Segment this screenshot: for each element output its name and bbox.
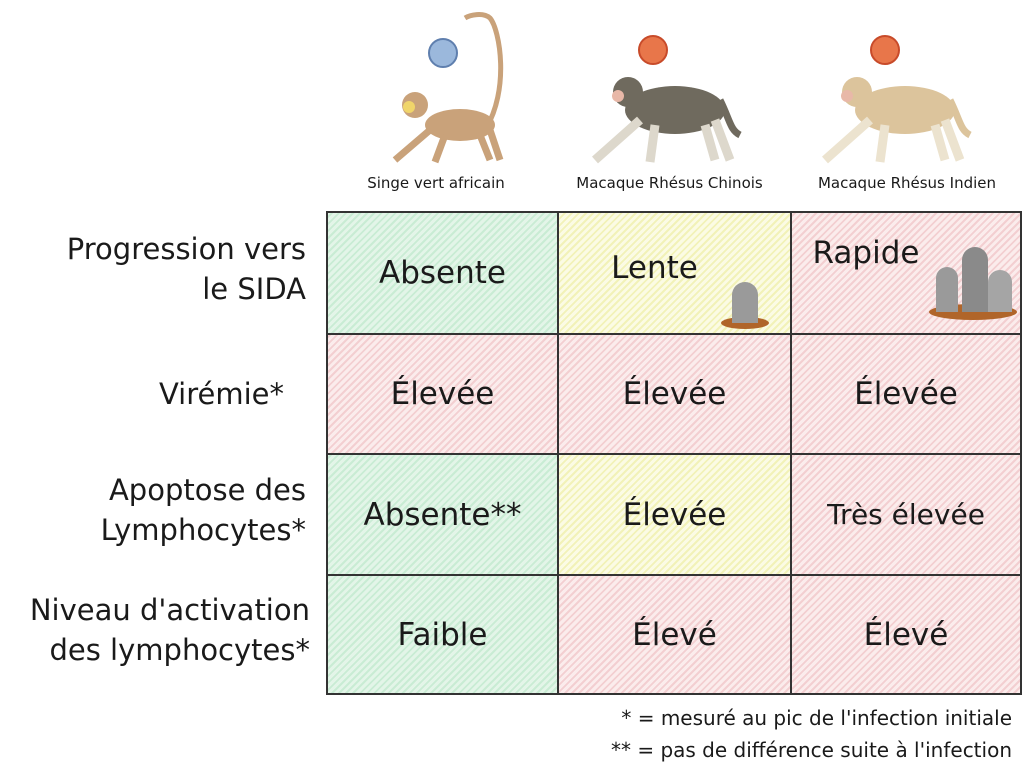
cell-text: Élevée (854, 376, 958, 412)
cell-apoptosis-indian: Très élevée (790, 453, 1022, 576)
cell-text: Élevée (622, 496, 727, 533)
column-label-indian-rhesus: Macaque Rhésus Indien (817, 174, 996, 192)
cell-text: Élevé (632, 616, 717, 653)
row-label-viremia: Virémie* (158, 377, 284, 411)
cell-progression-indian: Rapide (790, 211, 1022, 335)
cell-text: Très élevée (827, 498, 985, 531)
virus-icon-orange (638, 35, 668, 65)
virus-icon-blue (428, 38, 458, 68)
chinese-rhesus-macaque-illustration (592, 35, 742, 164)
cell-viremia-indian: Élevée (790, 333, 1022, 455)
column-label-african-green-monkey: Singe vert africain (367, 174, 505, 192)
tombstones-icon (929, 247, 1017, 320)
cell-text: Absente** (363, 496, 522, 533)
cell-text: Lente (611, 250, 698, 286)
footnote-double-asterisk: ** = pas de différence suite à l'infecti… (610, 738, 1012, 762)
cell-viremia-agm: Élevée (326, 333, 559, 455)
cell-text: Absente (379, 255, 506, 291)
cell-progression-agm: Absente (326, 211, 559, 335)
cell-text: Faible (397, 616, 488, 653)
cell-apoptosis-agm: Absente** (326, 453, 559, 576)
virus-icon-orange (870, 35, 900, 65)
african-green-monkey-illustration (392, 12, 504, 164)
cell-apoptosis-chinese: Élevée (557, 453, 792, 576)
column-label-chinese-rhesus: Macaque Rhésus Chinois (576, 174, 763, 192)
cell-activation-chinese: Élevé (557, 574, 792, 695)
indian-rhesus-macaque-illustration (822, 35, 972, 164)
row-label-lymphocyte-activation: Niveau d'activation des lymphocytes* (29, 593, 310, 667)
cell-text: Élevée (390, 376, 495, 412)
tombstone-icon (721, 282, 769, 329)
row-label-lymphocyte-apoptosis: Apoptose des Lymphocytes* (100, 473, 306, 547)
cell-text: Rapide (812, 235, 920, 271)
cell-progression-chinese: Lente (557, 211, 792, 335)
row-label-aids-progression: Progression vers le SIDA (66, 232, 306, 306)
cell-text: Élevé (863, 616, 949, 653)
footnote-single-asterisk: * = mesuré au pic de l'infection initial… (621, 706, 1012, 730)
cell-viremia-chinese: Élevée (557, 333, 792, 455)
cell-text: Élevée (622, 376, 727, 412)
cell-activation-indian: Élevé (790, 574, 1022, 695)
cell-activation-agm: Faible (326, 574, 559, 695)
